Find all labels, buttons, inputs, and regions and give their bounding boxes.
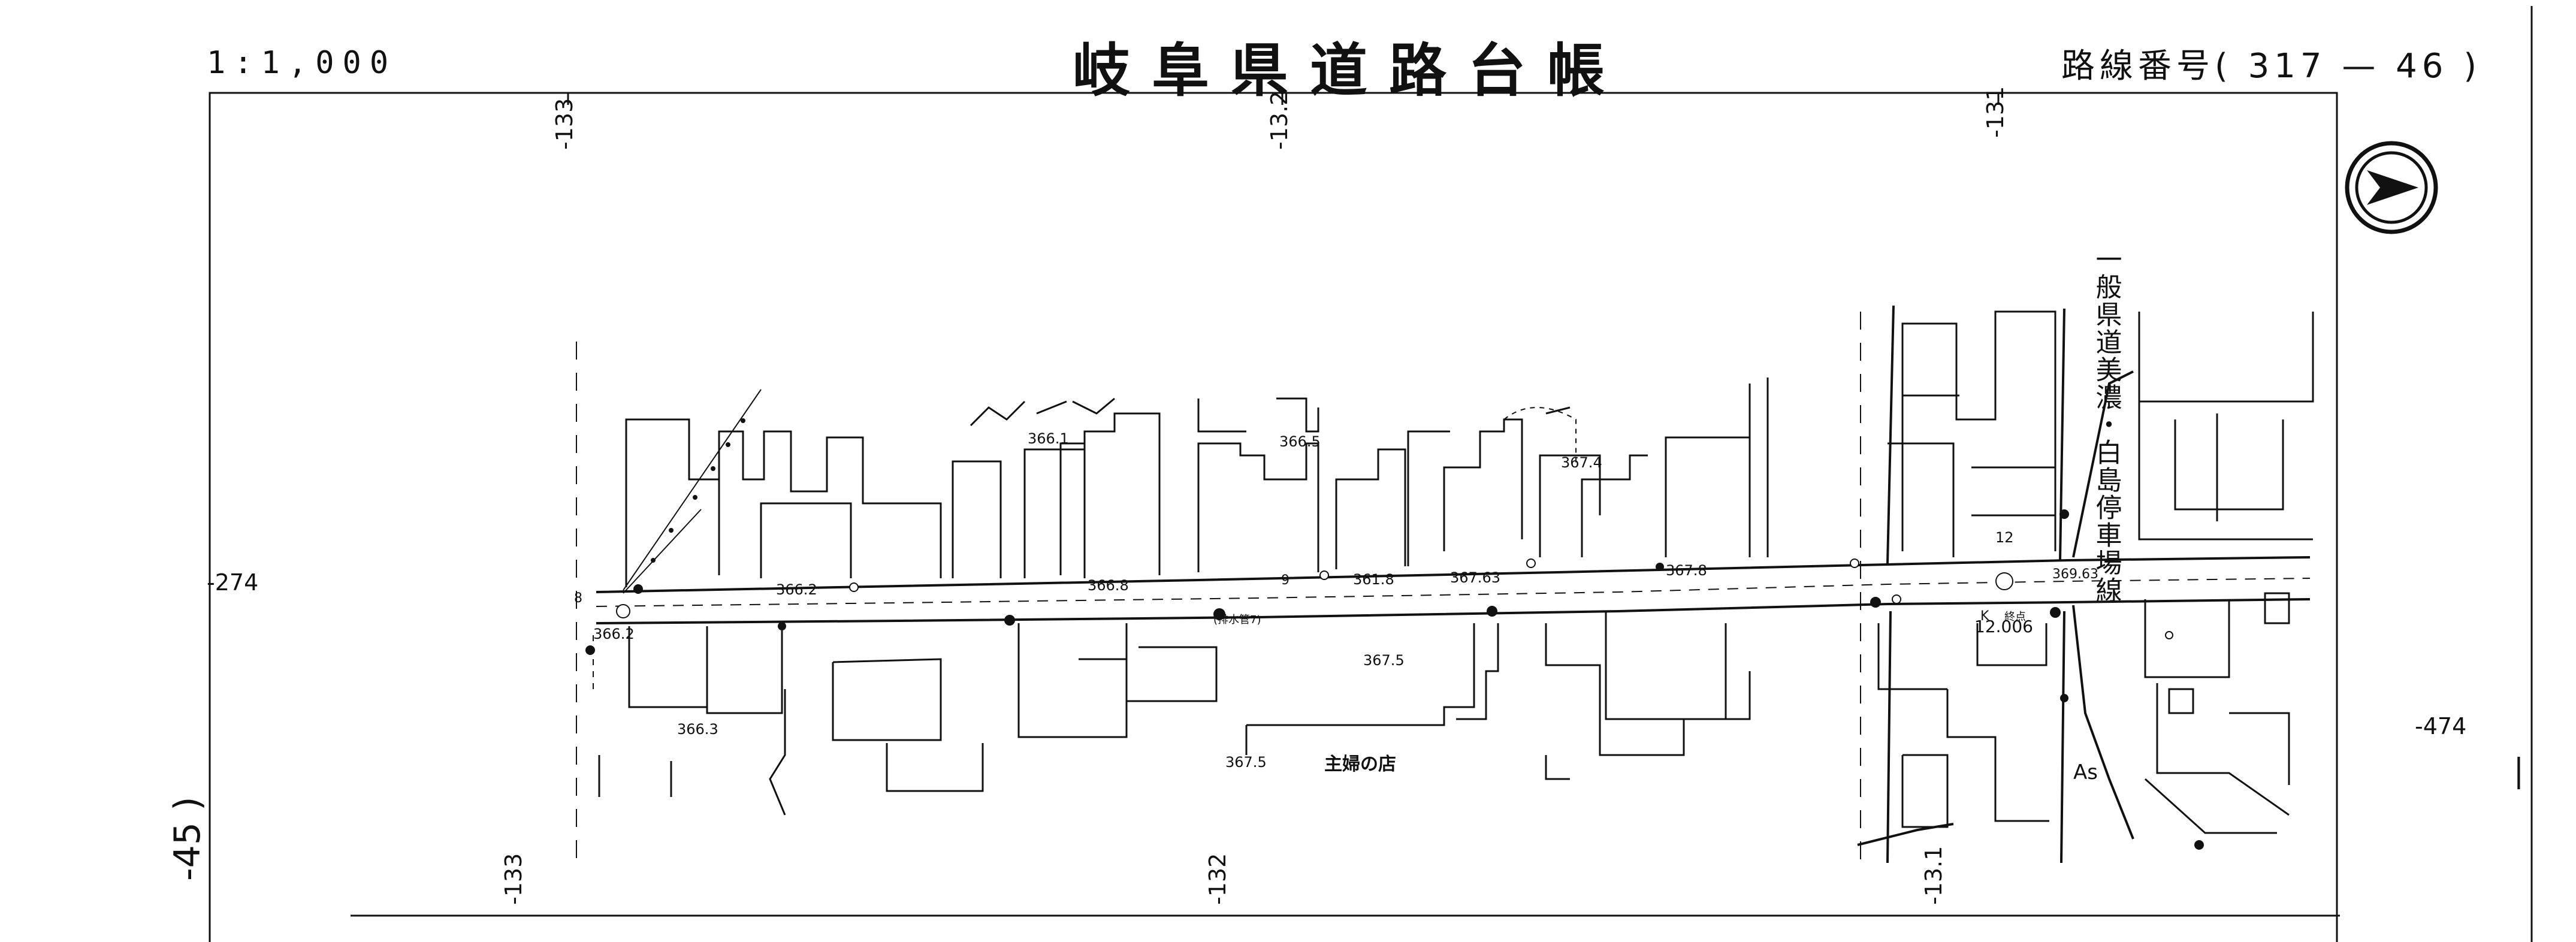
elevation-points: 366.1 366.5 367.4 366.2 366.8 361.8 367.…	[593, 430, 2098, 771]
map-frame	[209, 92, 2338, 942]
crossing-road	[1857, 305, 2134, 864]
elevation-label: 366.5	[1279, 433, 1321, 450]
buildings-south	[598, 611, 1751, 816]
pavement-type: As	[2073, 760, 2098, 784]
grid-lines	[576, 312, 1861, 863]
buildings-crossing	[1877, 310, 2314, 834]
sheet-number: -45 )	[167, 796, 209, 881]
row-marker-9: 9	[1281, 573, 1289, 588]
station-k: K	[1980, 609, 1989, 624]
elevation-label: 366.2	[593, 626, 635, 642]
grid-label-top-2: -13.2	[1266, 91, 1292, 150]
crossing-road-name: 一般県道美濃・白島停車場線	[2091, 246, 2122, 604]
buildings-north	[625, 378, 1769, 587]
shop-name: 主婦の店	[1324, 754, 1396, 775]
compass-north-arrow-icon	[2345, 141, 2438, 234]
grid-ticks-top	[567, 93, 2000, 105]
grid-labels: -133 -13.2 -131 -133 -132 -13.1 -274 -47…	[207, 86, 2466, 905]
grid-label-bottom-1: -133	[500, 853, 527, 905]
map-scale: 1:1,000	[207, 45, 397, 81]
elevation-label: 366.3	[677, 721, 718, 738]
end-distance: 12.006	[1974, 617, 2033, 636]
driveway-arc	[1503, 407, 1577, 467]
station-end: 終点	[2004, 611, 2026, 623]
route-number: 路線番号( 317 — 46 )	[2061, 47, 2482, 86]
pipe-note: (排水管7)	[1213, 614, 1261, 626]
station-number: 12	[1995, 529, 2014, 546]
utility-line	[593, 389, 762, 689]
right-margin-mark: —	[2496, 755, 2538, 791]
row-marker-8: 8	[574, 591, 582, 606]
buildings-north-row2	[1407, 406, 1571, 566]
map-labels: 一般県道美濃・白島停車場線 主婦の店 As K 終点 12.006 12 (排水…	[574, 246, 2122, 784]
elevation-label: 367.8	[1666, 562, 1707, 579]
elevation-label: 366.8	[1088, 577, 1129, 594]
elevation-label: 367.5	[1363, 652, 1405, 669]
grid-label-bottom-2: -132	[1204, 853, 1231, 905]
elevation-label: 369.63	[2052, 567, 2098, 582]
grid-label-right: -474	[2415, 713, 2466, 739]
elevation-label: 367.63	[1450, 569, 1500, 586]
elevation-label: 366.2	[776, 581, 817, 598]
elevation-label: 361.8	[1353, 571, 1394, 588]
grid-label-top-1: -133	[551, 98, 578, 150]
grid-label-left: -274	[207, 569, 258, 596]
elevation-label: 367.5	[1225, 754, 1267, 771]
utility-poles	[585, 418, 2204, 850]
elevation-label: 366.1	[1028, 430, 1069, 447]
elevation-label: 367.4	[1561, 454, 1602, 471]
grid-label-bottom-3: -13.1	[1920, 846, 1947, 905]
survey-markers	[616, 558, 2173, 639]
grid-label-top-3: -131	[1982, 86, 2009, 138]
main-road	[596, 556, 2311, 624]
